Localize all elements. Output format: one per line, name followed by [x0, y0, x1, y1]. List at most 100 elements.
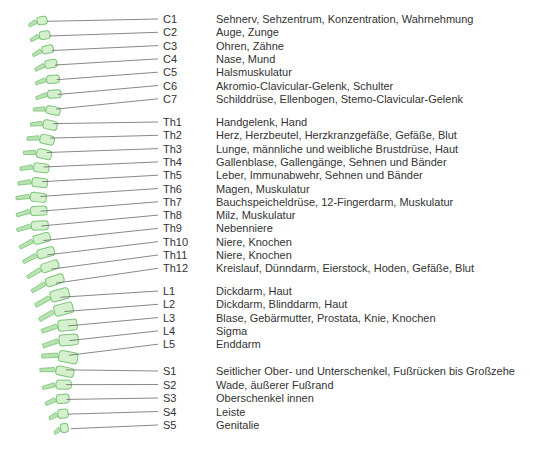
- spinous-process: [39, 365, 56, 375]
- leader-line: [42, 175, 158, 182]
- spinous-process: [42, 383, 56, 390]
- leader-line: [47, 19, 158, 21]
- vertebra-code: S2: [163, 379, 176, 391]
- leader-line: [47, 149, 158, 153]
- organ-description: Wade, äußerer Fußrand: [216, 379, 334, 391]
- leader-line: [55, 59, 158, 65]
- leader-line: [69, 331, 158, 341]
- vertebra-code: S4: [163, 406, 176, 418]
- spinous-process: [37, 310, 56, 322]
- spinous-process: [32, 49, 43, 57]
- leader-line: [69, 344, 158, 355]
- vertebra-code: C5: [163, 66, 177, 78]
- leader-lines: [40, 19, 158, 429]
- organ-description: Leiste: [216, 406, 245, 418]
- spinous-process: [30, 34, 40, 42]
- leader-line: [56, 268, 158, 283]
- organ-description: Handgelenk, Hand: [216, 116, 307, 128]
- vertebra-code: S1: [163, 365, 176, 377]
- leader-line: [56, 99, 158, 109]
- leader-line: [53, 122, 158, 124]
- organ-description: Halsmuskulatur: [216, 66, 292, 78]
- vertebral-body: [42, 119, 57, 131]
- vertebral-body: [41, 44, 54, 54]
- vertebra-code: Th8: [163, 209, 182, 221]
- spinous-process: [49, 412, 59, 420]
- organ-description: Niere, Knochen: [216, 249, 292, 261]
- spinous-process: [16, 193, 31, 202]
- vertebra: [41, 347, 79, 365]
- vertebra: [20, 161, 50, 174]
- vertebra-code: Th1: [163, 116, 182, 128]
- vertebra-code: C1: [163, 13, 177, 25]
- organ-description: Nebenniere: [216, 222, 273, 234]
- organ-description: Ohren, Zähne: [216, 40, 284, 52]
- organ-description: Oberschenkel innen: [216, 392, 314, 404]
- organ-description: Seitlicher Ober- und Unterschenkel, Fußr…: [216, 365, 515, 377]
- spinous-process: [35, 92, 48, 99]
- leader-line: [51, 255, 158, 269]
- organ-description: Blase, Gebärmutter, Prostata, Knie, Knoc…: [216, 312, 436, 324]
- leader-line: [57, 72, 158, 80]
- spinous-process: [33, 105, 47, 114]
- spinous-process: [41, 350, 59, 361]
- organ-description: Schilddrüse, Ellenbogen, Stemo-Clavicula…: [216, 93, 463, 105]
- organ-description: Milz, Muskulatur: [216, 209, 295, 221]
- leader-line: [49, 32, 158, 36]
- leader-line: [71, 425, 158, 429]
- vertebral-body: [57, 409, 68, 419]
- leader-line: [68, 412, 158, 415]
- vertebra: [48, 409, 68, 420]
- vertebra: [16, 190, 47, 203]
- vertebra-code: L5: [163, 338, 175, 350]
- spinous-process: [16, 224, 31, 232]
- spinous-process: [30, 281, 48, 293]
- spinous-process: [23, 148, 38, 158]
- organ-description: Sigma: [216, 325, 247, 337]
- vertebra-code: S5: [163, 419, 176, 431]
- vertebral-body: [45, 105, 60, 116]
- spinous-process: [26, 133, 40, 143]
- vertebral-body: [36, 148, 52, 160]
- vertebral-body: [60, 423, 69, 433]
- spinous-process: [21, 253, 38, 264]
- organ-description: Kreislauf, Dünndarm, Eierstock, Hoden, G…: [216, 262, 474, 274]
- vertebral-body: [37, 16, 48, 25]
- vertebra-code: C2: [163, 26, 177, 38]
- spinous-process: [34, 63, 46, 71]
- vertebra: [33, 103, 61, 117]
- spinous-process: [42, 339, 60, 348]
- vertebral-body: [58, 350, 79, 365]
- leader-line: [52, 46, 158, 51]
- vertebra: [39, 362, 74, 378]
- vertebral-body: [53, 301, 74, 317]
- vertebra: [45, 394, 70, 406]
- organ-description: Leber, Immunabwehr, Sehnen und Bänder: [216, 169, 423, 181]
- vertebral-body: [49, 287, 70, 303]
- leader-line: [47, 242, 158, 255]
- vertebra-code: C6: [163, 80, 177, 92]
- vertebra: [31, 44, 54, 56]
- vertebra: [18, 176, 49, 189]
- vertebral-body: [44, 59, 57, 69]
- vertebra-code: C7: [163, 93, 177, 105]
- organ-description: Lunge, männliche und weibliche Brustdrüs…: [216, 143, 458, 155]
- spinous-process: [41, 324, 59, 333]
- vertebra: [23, 145, 53, 160]
- vertebra-code: L2: [163, 298, 175, 310]
- leader-line: [66, 370, 158, 371]
- vertebral-body: [40, 259, 60, 273]
- vertebral-body: [32, 232, 51, 245]
- spinous-process: [45, 397, 57, 405]
- vertebra-code: L4: [163, 325, 175, 337]
- vertebral-body: [55, 365, 74, 377]
- vertebra: [28, 16, 48, 27]
- vertebral-body: [56, 394, 70, 404]
- vertebra-code: L1: [163, 285, 175, 297]
- organ-description: Magen, Muskulatur: [216, 183, 310, 195]
- spinous-process: [34, 295, 53, 307]
- spinous-process: [30, 119, 44, 128]
- vertebra-code: Th10: [163, 236, 188, 248]
- vertebra: [35, 75, 60, 85]
- leader-line: [66, 384, 158, 385]
